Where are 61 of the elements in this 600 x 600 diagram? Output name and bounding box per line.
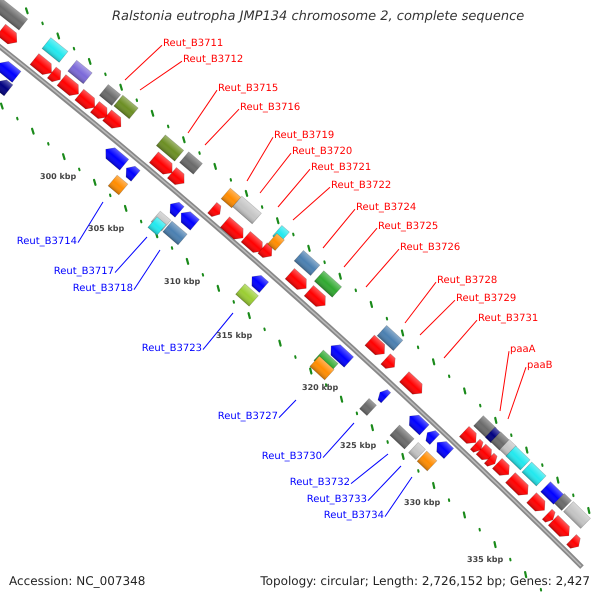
leader-line [384, 476, 412, 518]
gene-label: Reut_B3731 [478, 313, 538, 325]
leader-line [204, 108, 240, 146]
scale-label: 310 kbp [164, 277, 200, 287]
gene-label: Reut_B3718 [72, 283, 133, 295]
scale-label: 330 kbp [404, 498, 440, 508]
gene-label: Reut_B3719 [274, 130, 334, 142]
leader-line [202, 312, 234, 350]
gene-label: Reut_B3711 [163, 38, 224, 50]
leader-line [350, 454, 388, 484]
gene-label: Reut_B3720 [292, 146, 352, 158]
gene-label: Reut_B3717 [54, 266, 114, 278]
gene-label: Reut_B3712 [183, 54, 244, 66]
scale-label: 335 kbp [467, 555, 504, 565]
gene-label: Reut_B3727 [218, 411, 278, 423]
leader-line [292, 186, 330, 220]
scale-label: 300 kbp [40, 172, 76, 182]
gene-label: Reut_B3734 [324, 510, 384, 522]
gene-label: Reut_B3721 [311, 162, 372, 174]
genome-stats-text: Topology: circular; Length: 2,726,152 bp; Genes: 2,427 [260, 574, 590, 589]
gene-label: Reut_B3714 [16, 236, 77, 248]
scale-label: 320 kbp [302, 383, 338, 393]
leader-line [134, 250, 160, 290]
gene-label: Reut_B3728 [437, 275, 498, 287]
leader-line [508, 366, 526, 420]
scale-label: 325 kbp [340, 441, 376, 451]
leader-line [368, 466, 402, 502]
gene-label: paaB [527, 360, 552, 372]
leader-line [366, 248, 400, 288]
gene-label: Reut_B3725 [378, 221, 438, 233]
leader-line [246, 136, 274, 182]
gene-label: Reut_B3730 [262, 451, 322, 463]
gene-label: Reut_B3723 [142, 343, 202, 355]
leader-line [114, 236, 148, 274]
gene-label: Reut_B3732 [290, 477, 350, 489]
gene-label: Reut_B3716 [240, 102, 300, 114]
leader-line [322, 208, 356, 248]
leader-line [444, 320, 478, 358]
leader-line [344, 228, 378, 268]
leader-line [78, 202, 104, 244]
accession-text: Accession: NC_007348 [9, 574, 146, 589]
gene-label: paaA [510, 344, 536, 356]
gene-label: Reut_B3722 [331, 180, 392, 192]
leader-line [420, 300, 456, 336]
title: Ralstonia eutropha JMP134 chromosome 2, complete sequence [112, 9, 524, 24]
scale-label: 305 kbp [88, 224, 124, 234]
gene-label: Reut_B3733 [306, 494, 367, 506]
gene-label: Reut_B3724 [356, 202, 416, 214]
leader-line [404, 282, 436, 324]
leader-line [260, 152, 292, 194]
gene-label: Reut_B3729 [456, 293, 516, 305]
leader-line [124, 44, 162, 80]
gene-label: Reut_B3715 [218, 83, 278, 95]
leader-line [500, 350, 510, 412]
leader-line [278, 168, 310, 208]
scale-label: 315 kbp [216, 331, 252, 341]
leader-line [140, 60, 182, 90]
leader-line [188, 90, 218, 134]
leader-line [322, 422, 354, 458]
gene-label: Reut_B3726 [400, 242, 460, 254]
leader-line [278, 400, 296, 418]
